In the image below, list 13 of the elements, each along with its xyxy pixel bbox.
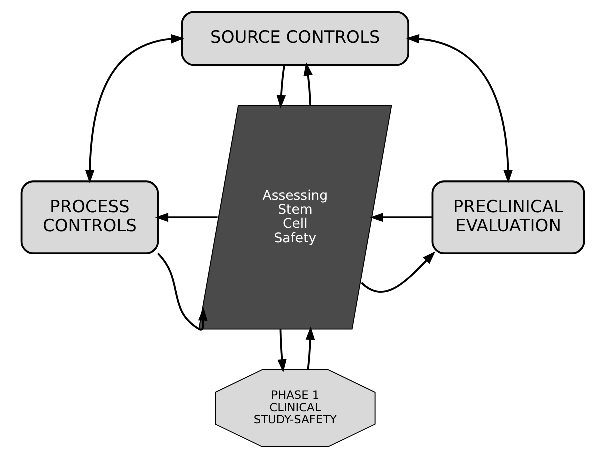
node-box: SOURCE CONTROLS: [181, 11, 410, 66]
arrow: [306, 326, 316, 370]
arrow: [157, 252, 208, 331]
arrow: [304, 62, 313, 106]
node-box: PROCESS CONTROLS: [20, 180, 160, 255]
node-box: PRECLINICAL EVALUATION: [432, 180, 586, 255]
arrow: [278, 330, 287, 373]
arrow: [155, 212, 218, 222]
arrow: [406, 34, 513, 184]
arrow: [370, 212, 433, 222]
arrow: [85, 34, 185, 184]
arrow: [276, 65, 286, 109]
arrow: [361, 252, 436, 293]
